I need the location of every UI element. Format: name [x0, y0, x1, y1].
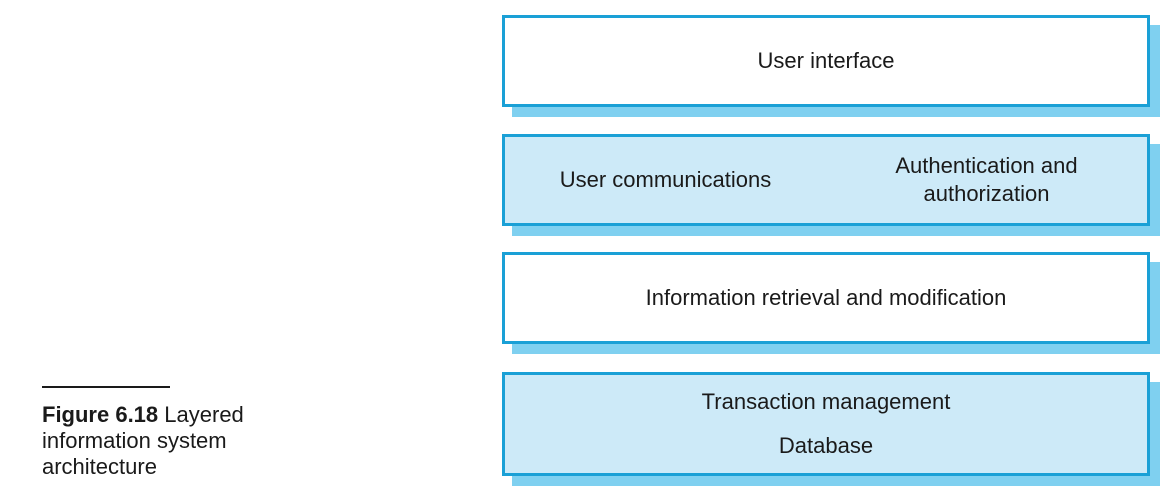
figure-title: Layered information system architecture: [42, 402, 244, 479]
layer-user-interface: User interface: [502, 15, 1150, 107]
layer-label-user-communications: User communications: [559, 167, 772, 192]
figure-number: Figure 6.18: [42, 402, 159, 427]
layer-label-information-retrieval: Information retrieval and modification: [645, 285, 1007, 310]
figure-caption: Figure 6.18 Layered information system a…: [42, 402, 302, 480]
caption-divider: [42, 386, 170, 388]
layer-communications-auth: User communications Authentication and a…: [502, 134, 1150, 226]
layer-label-authentication: Authentication and authorization: [895, 153, 1078, 206]
layer-label-database: Database: [778, 433, 874, 458]
layer-label-user-interface: User interface: [757, 48, 895, 73]
layer-label-transaction-management: Transaction management: [701, 389, 951, 414]
layer-transaction-database: Transaction management Database: [502, 372, 1150, 476]
layer-information-retrieval: Information retrieval and modification: [502, 252, 1150, 344]
